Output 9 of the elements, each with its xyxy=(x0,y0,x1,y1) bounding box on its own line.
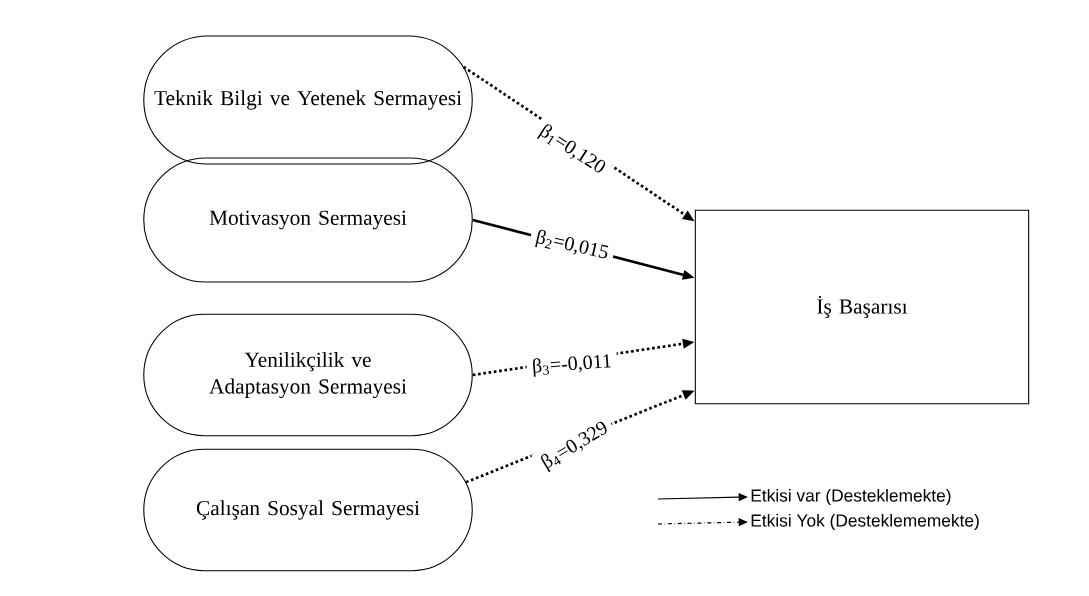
factor-box: Teknik Bilgi ve Yetenek Sermayesi xyxy=(143,35,473,165)
legend-text: Etkisi var (Desteklemekte) xyxy=(751,488,951,506)
edge-label: β$_{2}$=0,015 xyxy=(527,222,617,270)
factor-box: Yenilikçilik ve Adaptasyon Sermayesi xyxy=(143,313,473,437)
edge-label: β$_{3}$=-0,011 xyxy=(525,347,619,383)
factor-box: Motivasyon Sermayesi xyxy=(143,157,473,283)
outcome-box: İş Başarısı xyxy=(694,209,1030,405)
factor-box: Çalışan Sosyal Sermayesi xyxy=(143,448,473,572)
legend-text: Etkisi Yok (Desteklememekte) xyxy=(751,513,979,531)
